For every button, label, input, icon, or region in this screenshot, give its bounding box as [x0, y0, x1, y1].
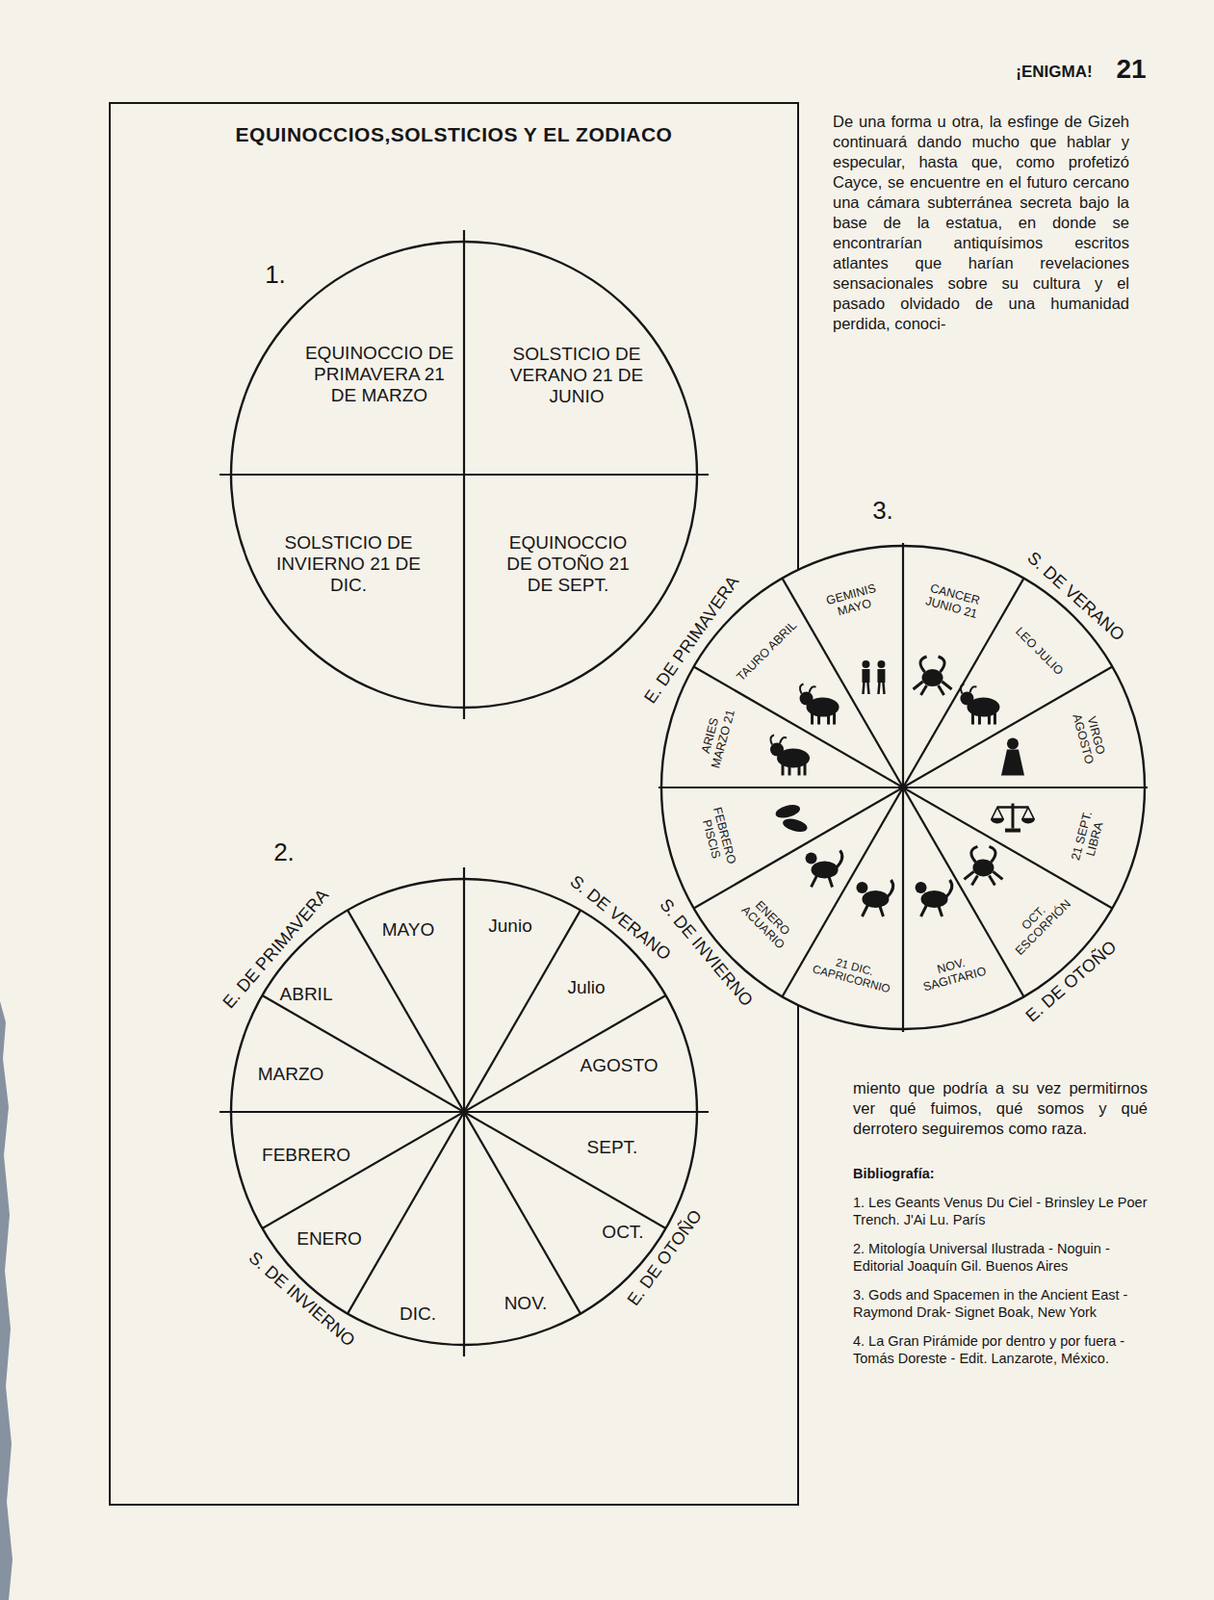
torn-edge-shadow [0, 1001, 13, 1600]
figure-number: 1. [264, 260, 286, 289]
month-label: DIC. [399, 1303, 437, 1325]
seasons-circle: EQUINOCCIO DE PRIMAVERA 21 DE MARZO SOLST… [231, 241, 698, 708]
zodiac-figure [774, 802, 809, 835]
zodiac-figure [990, 803, 1035, 833]
month-label: FEBRERO [261, 1144, 351, 1166]
sector-line [782, 578, 1025, 998]
zodiac-figure [1001, 737, 1025, 775]
month-label: ENERO [296, 1228, 362, 1250]
zodiac-figure [963, 846, 1003, 885]
zodiac-figure [855, 879, 893, 917]
season-text: SOLSTICIO DE INVIERNO 21 DE DIC. [276, 532, 421, 596]
body-text: miento que podría a su vez permitirnos v… [852, 1078, 1148, 1139]
season-text: SOLSTICIO DE VERANO 21 DE JUNIO [509, 343, 645, 408]
season-text: EQUINOCCIO DE OTOÑO 21 DE SEPT. [505, 532, 631, 596]
months-wheel: MAYO JunioJulioAGOSTO SEPT. OCT. NOV. DIC. ENE… [231, 878, 698, 1345]
zodiac-figure [861, 660, 885, 695]
figure-title: EQUINOCCIOS,SOLSTICIOS Y EL ZODIACO [110, 123, 798, 147]
month-label: ABRIL [280, 983, 334, 1006]
figure-number: 3. [872, 496, 894, 525]
month-label: Junio [488, 915, 532, 937]
season-text: EQUINOCCIO DE PRIMAVERA 21 DE MARZO [302, 342, 457, 407]
sector-line [219, 473, 709, 476]
zodiac-figure [770, 734, 810, 775]
month-label: SEPT. [587, 1136, 639, 1159]
bibliography-entry: 3. Gods and Spacemen in the Ancient East… [852, 1286, 1148, 1321]
bibliography-entry: 1. Les Geants Venus Du Ciel - Brinsley L… [852, 1193, 1148, 1229]
bibliography-heading: Bibliografía: [852, 1165, 1148, 1183]
bibliography-entry: 2. Mitología Universal Ilustrada - Nogui… [852, 1239, 1148, 1275]
bibliography-entry: 4. La Gran Pirámide por dentro y por fue… [852, 1332, 1148, 1368]
circle-outline [654, 539, 1152, 1036]
month-label: Julio [567, 977, 605, 999]
zodiac-wheel: GEMINIS MAYOCANCER JUNIO 21LEO JULIOVIRG… [661, 545, 1145, 1030]
zodiac-figure [805, 850, 843, 887]
magazine-name: ¡ENIGMA! [1015, 63, 1092, 82]
body-text: De una forma u otra, la esfinge de Gizeh… [832, 111, 1130, 335]
month-label: NOV. [504, 1292, 548, 1315]
page-number: 21 [1115, 54, 1146, 85]
zodiac-figure [913, 656, 953, 696]
month-label: OCT. [601, 1221, 644, 1243]
month-label: AGOSTO [580, 1055, 659, 1077]
circle-outline [215, 226, 713, 724]
figure-number: 2. [273, 838, 295, 867]
zodiac-figure [915, 879, 953, 917]
month-label: MAYO [382, 919, 436, 941]
month-label: MARZO [258, 1063, 325, 1085]
sector-line [347, 909, 581, 1314]
zodiac-figure [959, 684, 1000, 725]
zodiac-figure [800, 684, 840, 725]
